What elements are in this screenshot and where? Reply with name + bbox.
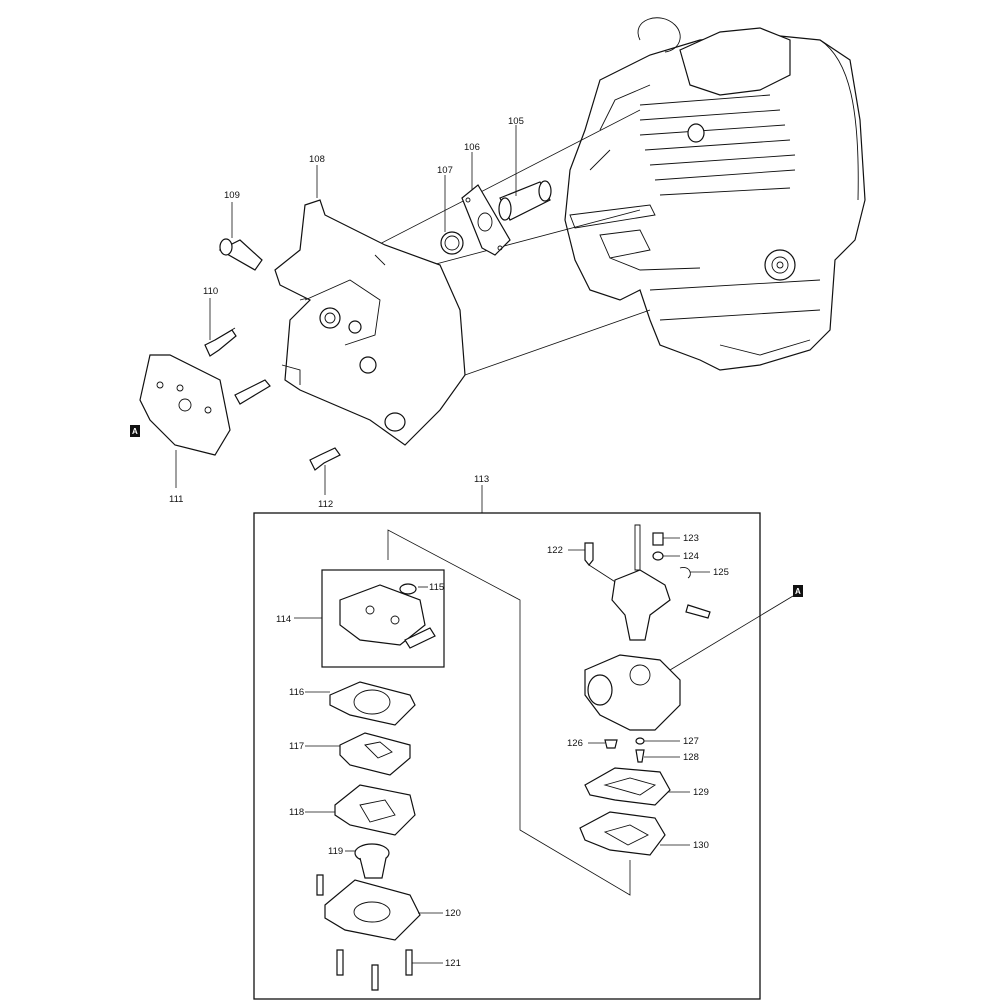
part-107-o-ring (440, 175, 464, 255)
part-130-diaphragm (579, 811, 690, 856)
label-110: 110 (203, 286, 218, 297)
label-123: 123 (683, 533, 699, 544)
label-112: 112 (318, 499, 333, 510)
label-111: 111 (169, 494, 183, 505)
throttle-assembly (611, 524, 711, 641)
part-110-bolt (204, 298, 237, 357)
label-117: 117 (289, 741, 304, 752)
label-105: 105 (508, 116, 524, 127)
part-123-screw (652, 532, 680, 546)
label-106: 106 (464, 142, 480, 153)
part-120-cover (324, 879, 443, 941)
label-121: 121 (445, 958, 461, 969)
label-128: 128 (683, 752, 699, 763)
part-121-screws (316, 874, 443, 991)
label-126: 126 (567, 738, 583, 749)
engine-block (564, 17, 866, 371)
part-125-clip (679, 567, 710, 579)
part-126-plug (588, 739, 618, 749)
part-106-gasket (461, 152, 511, 256)
part-118-pump-body (305, 784, 416, 836)
label-115: 115 (429, 582, 444, 593)
label-113: 113 (474, 474, 489, 485)
label-107: 107 (437, 165, 453, 176)
reference-marker-left: A (130, 425, 140, 437)
carburetor-assembly-box (253, 485, 761, 1000)
label-118: 118 (289, 807, 304, 818)
label-119: 119 (328, 846, 343, 857)
part-109-bolt (218, 202, 263, 271)
label-127: 127 (683, 736, 699, 747)
carburetor-body (584, 654, 681, 731)
part-115-screen (399, 583, 428, 595)
label-120: 120 (445, 908, 461, 919)
label-116: 116 (289, 687, 304, 698)
label-124: 124 (683, 551, 699, 562)
part-117-diaphragm (305, 732, 411, 776)
label-130: 130 (693, 840, 709, 851)
part-112-bolt (309, 447, 341, 495)
part-128-needle (635, 749, 680, 763)
part-108-bracket (274, 165, 466, 446)
part-111-gasket-plate (139, 354, 231, 488)
part-127-ring (635, 737, 680, 745)
carburetor-bracket-line (387, 529, 631, 896)
part-105-sleeve (498, 125, 552, 221)
part-124-washer (652, 551, 680, 561)
part-114-box (294, 569, 445, 668)
label-125: 125 (713, 567, 729, 578)
label-129: 129 (693, 787, 709, 798)
part-116-gasket (305, 681, 416, 726)
svg-text:A: A (795, 587, 801, 596)
label-114: 114 (276, 614, 291, 625)
label-122: 122 (547, 545, 563, 556)
part-119-cup (345, 843, 390, 879)
svg-text:A: A (132, 427, 138, 436)
label-109: 109 (224, 190, 240, 201)
part-number-labels: 105 106 107 108 109 110 111 112 113 114 … (169, 116, 729, 969)
part-122-screw (568, 542, 621, 586)
bolt-unlabeled (234, 379, 271, 405)
label-108: 108 (309, 154, 325, 165)
part-114-cover (339, 584, 436, 649)
part-129-gasket (584, 767, 690, 806)
reference-marker-right: A (669, 585, 803, 671)
